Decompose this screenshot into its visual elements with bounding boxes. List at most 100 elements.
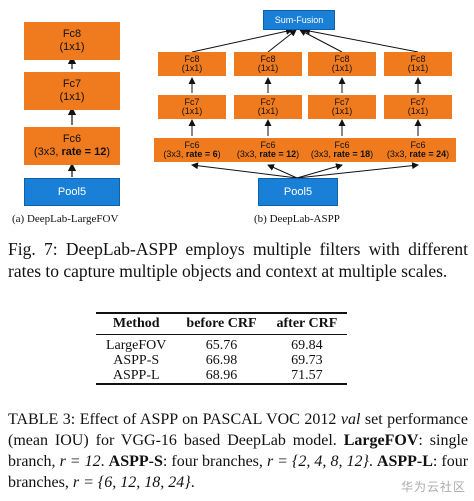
fc8-name: Fc8 [410, 53, 426, 64]
fc7-name: Fc7 [260, 96, 276, 107]
sum-fusion-label: Sum-Fusion [274, 15, 324, 25]
fc7-name: Fc7 [62, 78, 82, 91]
fc6-close: ) [106, 146, 111, 158]
fc6-param: (3x3, [236, 149, 260, 159]
table-caption: TABLE 3: Effect of ASPP on PASCAL VOC 20… [8, 409, 468, 493]
pool5-label: Pool5 [57, 186, 87, 198]
caption-text: . [368, 453, 377, 470]
largefov-caption: (a) DeepLab-LargeFOV [12, 213, 119, 225]
after-crf-cell: 71.57 [291, 368, 323, 383]
fc6-rate: rate = 6 [185, 149, 218, 159]
fc8-name: Fc8 [184, 53, 200, 64]
aspp-branch1-fc6-block: Fc6 (3x3, rate = 6) [154, 138, 230, 162]
fc7-param: (1x1) [59, 91, 85, 103]
fc7-name: Fc7 [334, 96, 350, 107]
fc6-rate: rate = 24 [409, 149, 447, 159]
aspp-branch2-fc6-block: Fc6 (3x3, rate = 12) [230, 138, 306, 162]
aspp-branch1-fc8-block: Fc8 (1x1) [158, 52, 226, 76]
fc6-param: (3x3, [163, 149, 186, 159]
largefov-fc7-block: Fc7 (1x1) [24, 72, 120, 110]
fc8-param: (1x1) [181, 63, 203, 73]
fc6-name: Fc6 [334, 139, 350, 150]
caption-bold: LargeFOV [343, 432, 419, 449]
aspp-branch4-fc6-block: Fc6 (3x3, rate = 24) [380, 138, 456, 162]
table-header-row: Method before CRF after CRF [96, 313, 348, 335]
fc6-close: ) [370, 149, 374, 159]
caption-text: TABLE 3: Effect of ASPP on PASCAL VOC 20… [8, 411, 341, 428]
fc6-param-line: (3x3, rate = 24) [386, 149, 450, 159]
results-table: Method before CRF after CRF LargeFOV 65.… [96, 312, 348, 385]
figure-caption: Fig. 7: DeepLab-ASPP employs multiple fi… [8, 239, 468, 281]
largefov-pool5-block: Pool5 [24, 178, 120, 206]
fc7-param: (1x1) [181, 106, 203, 116]
table-row: ASPP-L 68.96 71.57 [96, 368, 348, 384]
caption-bold: ASPP-L [376, 453, 433, 470]
fc6-name: Fc6 [410, 139, 426, 150]
fc6-rate: rate = 12 [61, 146, 107, 158]
header-before-crf: before CRF [186, 316, 257, 331]
fc6-param: (3x3, [386, 149, 410, 159]
aspp-pool5-block: Pool5 [258, 178, 338, 206]
before-crf-cell: 68.96 [205, 368, 238, 383]
header-after-crf: after CRF [276, 316, 338, 331]
caption-text: set performance (mean IOU) for VGG-16 ba… [8, 411, 469, 449]
aspp-branch3-fc7-block: Fc7 (1x1) [308, 95, 376, 119]
fc7-param: (1x1) [257, 106, 279, 116]
pool5-label: Pool5 [283, 186, 313, 198]
largefov-fc6-block: Fc6 (3x3, rate = 12) [24, 127, 120, 165]
fc8-param: (1x1) [257, 63, 279, 73]
fc6-close: ) [446, 149, 450, 159]
aspp-branch2-fc8-block: Fc8 (1x1) [234, 52, 302, 76]
caption-text: : four branches, [8, 453, 469, 491]
fc6-close: ) [296, 149, 300, 159]
method-cell: ASPP-L [112, 368, 160, 383]
fc6-close: ) [217, 149, 221, 159]
table-row: LargeFOV 65.76 69.84 [96, 335, 347, 354]
method-cell: LargeFOV [106, 338, 167, 353]
fc6-param-line: (3x3, rate = 18) [310, 149, 374, 159]
aspp-branch2-fc7-block: Fc7 (1x1) [234, 95, 302, 119]
header-method: Method [112, 316, 160, 331]
largefov-fc8-block: Fc8 (1x1) [24, 22, 120, 60]
aspp-caption: (b) DeepLab-ASPP [254, 213, 340, 225]
aspp-branch3-fc8-block: Fc8 (1x1) [308, 52, 376, 76]
before-crf-cell: 66.98 [205, 353, 238, 368]
fc6-name: Fc6 [184, 139, 200, 150]
after-crf-cell: 69.84 [291, 338, 323, 353]
fc7-name: Fc7 [410, 96, 426, 107]
aspp-branch4-fc8-block: Fc8 (1x1) [384, 52, 452, 76]
caption-italic: val [340, 411, 361, 428]
fc6-param: (3x3, [310, 149, 334, 159]
fc8-param: (1x1) [407, 63, 429, 73]
aspp-branch3-fc6-block: Fc6 (3x3, rate = 18) [304, 138, 380, 162]
caption-bold: ASPP-S [108, 453, 163, 470]
caption-text: : single branch, [8, 432, 468, 470]
caption-math: r = 12 [59, 453, 101, 470]
caption-text: : four branches, [162, 453, 267, 470]
caption-text: . [190, 474, 195, 491]
fc6-param-line: (3x3, rate = 12) [34, 146, 110, 159]
fc8-param: (1x1) [331, 63, 353, 73]
table-row: ASPP-S 66.98 69.73 [96, 353, 347, 368]
fc6-param: (3x3, [33, 146, 62, 158]
fc8-name: Fc8 [62, 28, 82, 41]
fc6-rate: rate = 18 [333, 149, 371, 159]
fc7-param: (1x1) [407, 106, 429, 116]
fc8-param: (1x1) [59, 41, 85, 53]
fc6-param-line: (3x3, rate = 12) [236, 149, 300, 159]
fc6-name: Fc6 [62, 133, 82, 146]
fc8-name: Fc8 [334, 53, 350, 64]
fc6-name: Fc6 [260, 139, 276, 150]
caption-text: . [100, 453, 109, 470]
fc7-param: (1x1) [331, 106, 353, 116]
after-crf-cell: 69.73 [291, 353, 323, 368]
aspp-branch1-fc7-block: Fc7 (1x1) [158, 95, 226, 119]
before-crf-cell: 65.76 [205, 338, 238, 353]
fc6-rate: rate = 12 [259, 149, 297, 159]
fc6-param-line: (3x3, rate = 6) [163, 149, 221, 159]
aspp-branch4-fc7-block: Fc7 (1x1) [384, 95, 452, 119]
fc8-name: Fc8 [260, 53, 276, 64]
method-cell: ASPP-S [113, 353, 160, 368]
caption-math: r = {6, 12, 18, 24} [72, 474, 191, 491]
sum-fusion-block: Sum-Fusion [263, 10, 335, 30]
